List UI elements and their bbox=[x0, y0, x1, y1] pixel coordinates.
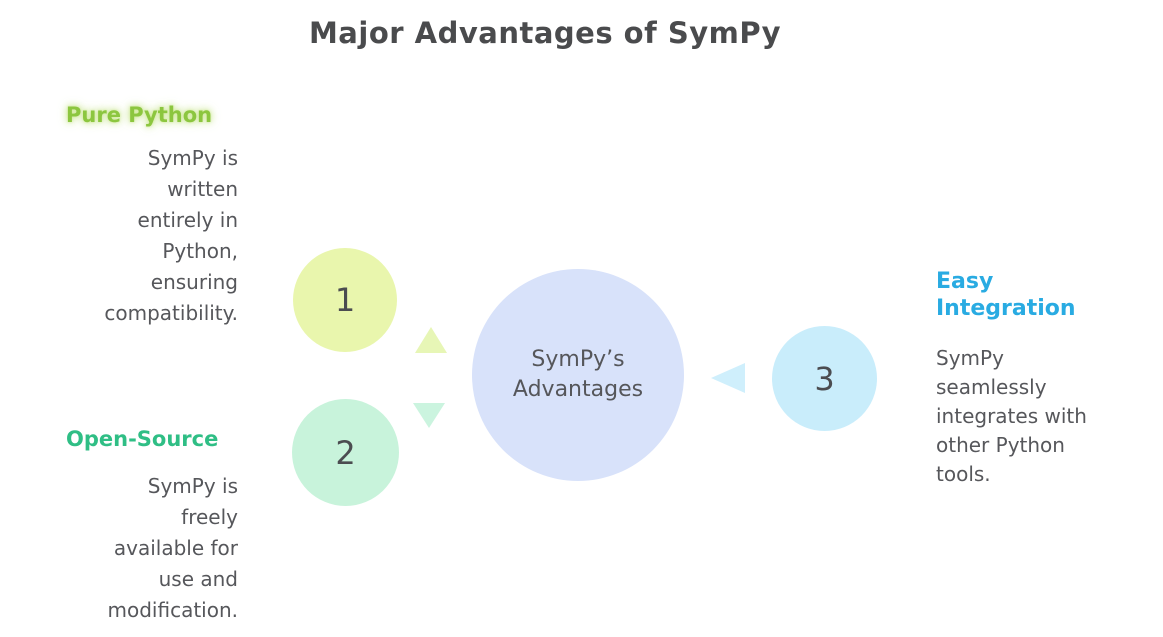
center-circle-label: SymPy’s Advantages bbox=[512, 347, 644, 402]
step-circle-1: 1 bbox=[293, 248, 397, 352]
step-number-1: 1 bbox=[334, 281, 356, 319]
arrow-left-icon bbox=[711, 363, 745, 393]
step-circle-3: 3 bbox=[772, 326, 877, 431]
step-number-3: 3 bbox=[814, 359, 835, 398]
description-open-source: SymPy is freely available for use and mo… bbox=[107, 474, 239, 622]
center-circle: SymPy’s Advantages bbox=[472, 269, 684, 481]
step-circle-2: 2 bbox=[292, 399, 399, 506]
heading-pure-python: Pure Python bbox=[66, 103, 213, 127]
page-title: Major Advantages of SymPy bbox=[308, 16, 782, 50]
arrow-down-icon bbox=[413, 403, 445, 428]
step-number-2: 2 bbox=[335, 433, 356, 472]
description-pure-python: SymPy is written entirely in Python, ens… bbox=[104, 146, 238, 325]
heading-easy-integration: Easy Integration bbox=[936, 269, 1076, 321]
heading-open-source: Open-Source bbox=[66, 427, 219, 451]
description-easy-integration: SymPy seamlessly integrates with other P… bbox=[936, 346, 1087, 486]
arrow-up-icon bbox=[415, 327, 447, 353]
